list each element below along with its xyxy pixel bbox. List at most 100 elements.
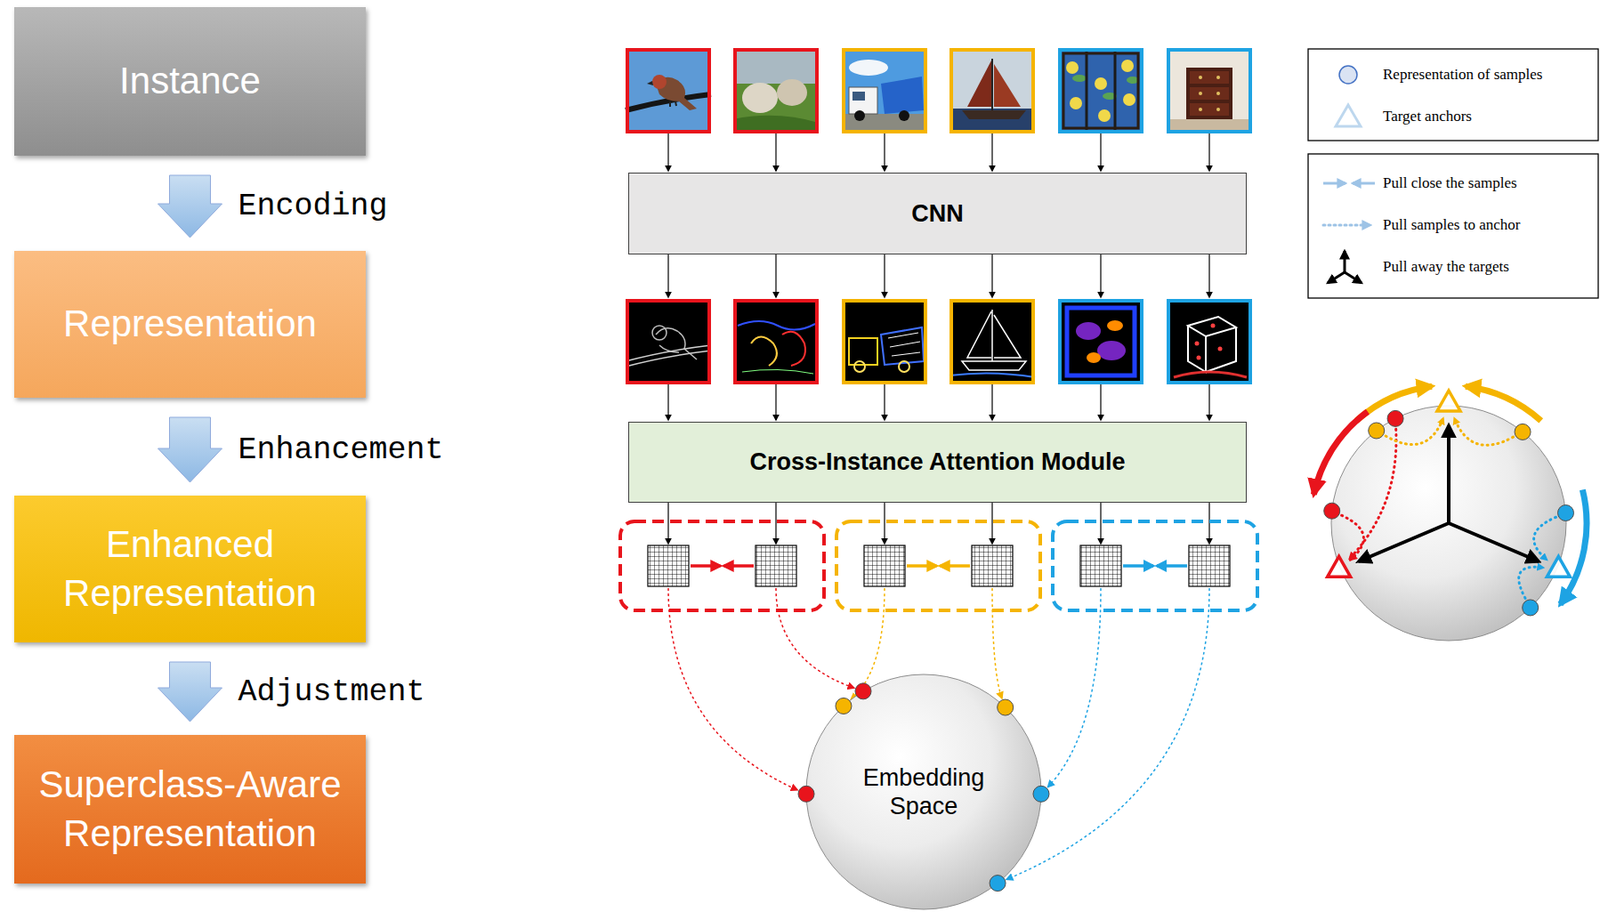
push-arc [1465,386,1542,421]
anchor-axis [1446,425,1451,524]
node-label: Embedding Space [856,763,991,822]
feature-map [888,332,921,356]
pull-arrow [690,564,721,568]
feature-map [733,298,819,385]
photo-thumbnail [1166,48,1253,134]
photo-thumbnail [1216,91,1221,96]
pull-arrow [724,564,755,568]
feature-map [1058,298,1144,385]
feature-map [1075,322,1101,340]
sample-dot [1557,504,1574,521]
feature-grid [971,545,1013,587]
push-arc [1313,412,1368,495]
pull-arrow [1123,564,1154,568]
flow-arrows [1099,254,1101,298]
feature-map [1058,298,1144,385]
photo-thumbnail [843,49,926,132]
anchor-axis [1448,523,1539,562]
node-text: Representation [63,299,317,349]
legend-sample [1323,182,1346,186]
flow-arrows [883,384,885,421]
feature-map [627,300,710,383]
photo-thumbnail [627,49,710,132]
photo-thumbnail [841,48,928,134]
flow-arrows [883,254,885,298]
stage-box: Representation [14,250,366,398]
feature-map [652,325,667,340]
photo-thumbnail [776,79,808,106]
photo-thumbnail [1198,75,1203,80]
feature-map [655,328,697,360]
photo-thumbnail [961,110,1027,120]
photo-thumbnail [1058,48,1144,134]
anchor-axis [1358,523,1449,562]
flow-arrows [775,133,776,171]
feature-map [1066,307,1135,376]
photo-thumbnail [848,59,889,76]
feature-map [949,372,1035,378]
pull-arrow [940,564,971,568]
projection-line [992,588,1003,699]
sample-dot [997,699,1014,716]
photo-thumbnail [949,108,1035,134]
photo-thumbnail [1189,71,1229,84]
feature-map [1218,347,1223,352]
legend-text: Representation of samples [1382,65,1543,84]
flow-arrows [1208,133,1210,171]
pull-line [1519,566,1544,598]
feature-map [1059,300,1142,383]
flow-arrows [667,502,669,544]
feature-map [1211,323,1216,329]
feature-map [841,298,928,385]
feature-grid [1080,545,1122,587]
feature-map [1166,298,1253,385]
photo-thumbnail [949,48,1035,134]
feature-map [841,298,928,385]
legend-sample [1323,224,1371,227]
photo-thumbnail [1121,59,1134,73]
flow-arrows [991,502,993,544]
node-text: Embedding Space [856,763,991,822]
legend-text: Target anchors [1382,107,1472,126]
module-box: Cross-Instance Attention Module [628,421,1247,503]
embedding-sphere [806,674,1042,910]
node-label: CNN [911,200,964,228]
sample-dot [1368,422,1385,439]
step-label: Adjustment [238,674,426,711]
block-arrow [158,662,223,722]
photo-thumbnail [625,48,712,134]
anchor-sphere [1313,386,1587,641]
photo-thumbnail [1063,53,1139,129]
sample-dot [1514,423,1531,440]
photo-thumbnail [1216,75,1221,80]
stage-box: Superclass-Aware Representation [14,735,366,884]
feature-map [1097,340,1126,361]
legend-text: Pull away the targets [1382,258,1510,276]
feature-map [1196,355,1202,361]
pull-line [1534,517,1557,560]
flow-arrows [775,384,776,421]
step-label: Enhancement [238,432,445,469]
legend-text: Pull samples to anchor [1382,216,1520,235]
embedding-circle: Embedding Space [805,673,1043,911]
feature-map [898,361,910,372]
feature-map [951,300,1034,383]
feature-map [782,331,806,366]
projection-line [1048,588,1101,787]
photo-thumbnail [880,76,924,114]
stage-box: Enhanced Representation [14,495,366,643]
flow-arrows [883,133,885,171]
flow-arrows [1099,384,1101,421]
photo-thumbnail [1098,109,1111,122]
photo-thumbnail [854,110,865,122]
photo-thumbnail [1069,96,1083,110]
feature-map [1107,320,1124,332]
flow-arrows [991,254,993,298]
legend-frame [1308,153,1599,299]
node-label: Superclass-Aware Representation [24,760,356,858]
photo-thumbnail [733,48,819,134]
feature-map [1173,371,1247,378]
photo-thumbnail [1198,107,1203,112]
photo-thumbnail [652,74,667,89]
photo-thumbnail [1059,49,1142,132]
